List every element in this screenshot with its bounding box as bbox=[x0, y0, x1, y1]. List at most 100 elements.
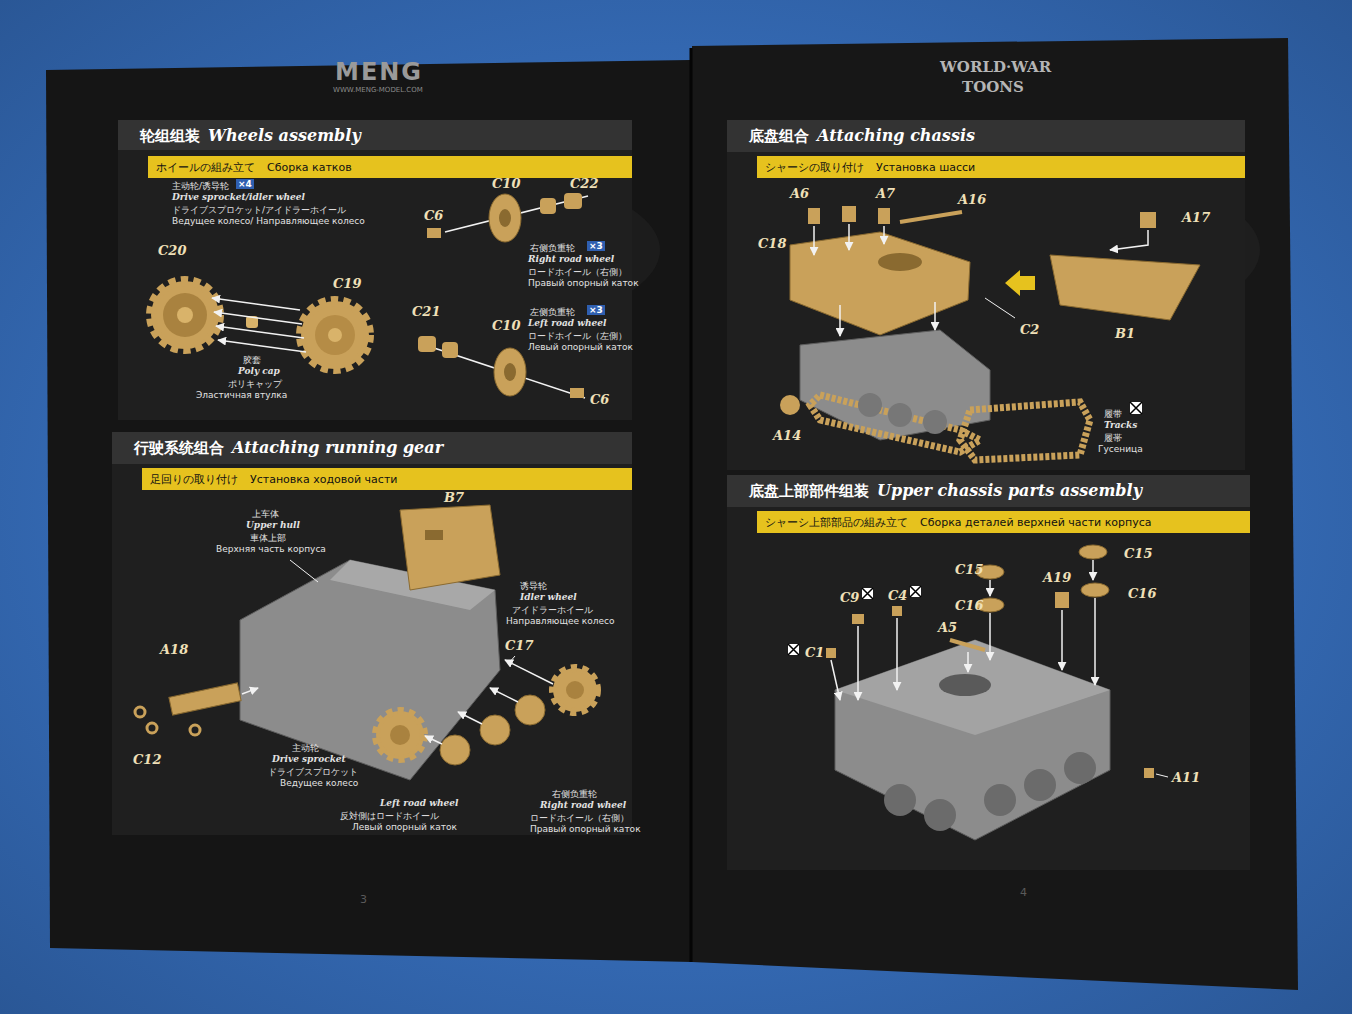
section-heading: 行驶系统组合Attaching running gear bbox=[134, 438, 443, 458]
section-panel-shape bbox=[727, 475, 1250, 507]
section-panel-shape bbox=[112, 432, 632, 464]
upper-chassis-drawing-shape bbox=[857, 626, 859, 700]
section-panel-shape bbox=[727, 120, 1245, 152]
logo-text: WORLD·WAR bbox=[940, 58, 1051, 76]
callout-number: C4 bbox=[888, 588, 907, 603]
callout-number: A19 bbox=[1043, 570, 1071, 585]
callout-number: A7 bbox=[876, 186, 895, 201]
part-note: ポリキャップ bbox=[228, 378, 282, 391]
running-gear-drawing-shape bbox=[400, 505, 500, 590]
upper-chassis-drawing-shape bbox=[989, 613, 991, 660]
chassis-drawing-shape bbox=[1110, 230, 1148, 250]
chassis-drawing-shape bbox=[1050, 255, 1200, 320]
upper-chassis-drawing-shape bbox=[1061, 610, 1063, 670]
upper-chassis-drawing-shape bbox=[896, 618, 898, 690]
running-gear-drawing-shape bbox=[147, 723, 157, 733]
subheading-text: ホイールの組み立て bbox=[156, 161, 255, 174]
part-note: 車体上部 bbox=[250, 532, 286, 545]
part-note: Poly cap bbox=[238, 366, 280, 376]
heading-text: 行驶系统组合 bbox=[134, 439, 224, 457]
upper-chassis-drawing-shape bbox=[892, 606, 902, 616]
chassis-drawing-shape bbox=[810, 395, 980, 452]
wheel-drawing-shape bbox=[499, 209, 511, 227]
chassis-drawing-shape bbox=[1130, 402, 1142, 414]
callout-number: C22 bbox=[570, 176, 598, 191]
chassis-drawing-shape bbox=[960, 402, 1090, 460]
wheel-drawing-shape bbox=[540, 198, 556, 214]
upper-chassis-drawing-shape bbox=[1092, 560, 1094, 580]
callout-number: C16 bbox=[955, 598, 983, 613]
chassis-drawing-shape bbox=[813, 226, 815, 255]
section-panel-shape bbox=[727, 475, 1250, 870]
part-note: 右侧负重轮 bbox=[552, 788, 597, 801]
running-gear-drawing-shape bbox=[480, 715, 510, 745]
section-panel: 底盘组合Attaching chassisシャーシの取り付けУстановка … bbox=[727, 120, 1245, 470]
chassis-drawing-shape bbox=[858, 393, 882, 417]
running-gear-drawing-shape bbox=[169, 683, 241, 715]
upper-chassis-drawing-shape bbox=[862, 588, 873, 599]
logo-text: TOONS bbox=[962, 78, 1024, 96]
part-note: 反対側はロードホイール bbox=[340, 810, 439, 823]
wheel-drawing-shape bbox=[328, 328, 342, 342]
running-gear-drawing-shape bbox=[290, 560, 318, 582]
running-gear-drawing-shape bbox=[240, 560, 500, 780]
section-panel-shape bbox=[118, 120, 632, 420]
wheel-drawing-shape bbox=[427, 228, 441, 238]
section-panel bbox=[112, 120, 1250, 870]
section-panel-shape bbox=[112, 432, 632, 835]
part-note: ロードホイール（右側） bbox=[528, 266, 627, 279]
callout-number: B7 bbox=[444, 490, 464, 505]
callout-number: C20 bbox=[158, 243, 186, 258]
chassis-drawing-shape bbox=[985, 298, 1015, 318]
running-gear-drawing-shape bbox=[390, 725, 410, 745]
callout-number: A16 bbox=[958, 192, 986, 207]
wheel-drawing-shape bbox=[504, 363, 516, 381]
chassis-drawing-shape bbox=[878, 253, 922, 271]
upper-chassis-drawing-shape bbox=[835, 640, 1110, 840]
callout-number: C1 bbox=[805, 645, 824, 660]
subheading-text: Установка ходовой части bbox=[250, 473, 397, 486]
upper-chassis-drawing-shape bbox=[1144, 768, 1154, 778]
subheading-text: Сборка катков bbox=[267, 161, 352, 174]
chassis-drawing-shape bbox=[842, 206, 856, 222]
wheel-drawing-shape bbox=[489, 194, 521, 242]
chassis-drawing-shape bbox=[839, 305, 841, 336]
part-note: ドライブスプロケット bbox=[268, 766, 358, 779]
wheel-drawing-shape bbox=[570, 388, 584, 398]
callout-number: C2 bbox=[1020, 322, 1039, 337]
part-note: 胶套 bbox=[243, 354, 261, 367]
callout-number: B1 bbox=[1115, 326, 1135, 341]
part-note: 履帯 bbox=[1104, 432, 1122, 445]
part-note: Правый опорный каток bbox=[528, 278, 639, 288]
upper-chassis-drawing-shape bbox=[788, 644, 799, 655]
part-note: Эластичная втулка bbox=[196, 390, 287, 400]
upper-chassis-drawing-shape bbox=[984, 784, 1016, 816]
callout-number: C6 bbox=[590, 392, 609, 407]
chassis-drawing-shape bbox=[808, 208, 820, 224]
callout-number: A17 bbox=[1182, 210, 1210, 225]
wheel-drawing-shape bbox=[315, 315, 355, 355]
subheading-text: Сборка деталей верхней части корпуса bbox=[920, 516, 1152, 529]
upper-chassis-drawing-shape bbox=[1156, 774, 1168, 777]
upper-chassis-drawing-shape bbox=[967, 652, 969, 672]
section-panel-shape bbox=[118, 120, 632, 150]
chassis-drawing-shape bbox=[848, 224, 850, 250]
part-note: Drive sprocket/idler wheel bbox=[172, 192, 305, 202]
callout-number: C9 bbox=[840, 590, 859, 605]
upper-chassis-drawing-shape bbox=[852, 614, 864, 624]
section-panel: 底盘上部部件组装Upper chassis parts assemblyシャーシ… bbox=[727, 475, 1250, 870]
part-note: Левый опорный каток bbox=[528, 342, 633, 352]
part-note: Right road wheel bbox=[528, 254, 614, 264]
chassis-drawing bbox=[780, 206, 1200, 460]
running-gear-drawing-shape bbox=[505, 660, 553, 684]
callout-number: C6 bbox=[424, 208, 443, 223]
upper-chassis-drawing-shape bbox=[788, 644, 799, 655]
heading-text: 底盘组合 bbox=[749, 127, 809, 145]
part-note: Drive sprocket bbox=[272, 754, 346, 764]
upper-chassis-drawing-shape bbox=[1064, 752, 1096, 784]
chassis-drawing-shape bbox=[883, 226, 885, 244]
section-heading: 轮组组装Wheels assembly bbox=[140, 126, 361, 146]
callout-number: C19 bbox=[333, 276, 361, 291]
wheel-drawing bbox=[151, 193, 588, 398]
heading-text: 底盘上部部件组装 bbox=[749, 482, 869, 500]
